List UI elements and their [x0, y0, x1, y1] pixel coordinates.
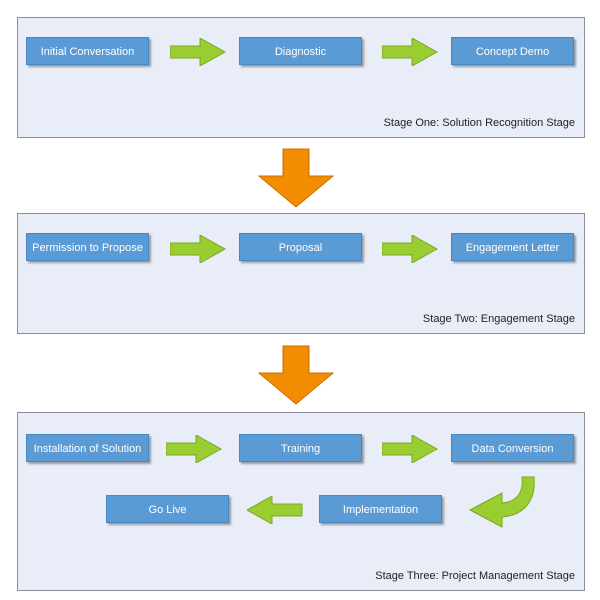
step-initial-conversation: Initial Conversation: [26, 37, 149, 65]
step-data-conversion: Data Conversion: [451, 434, 574, 462]
stage-three-panel: Installation of Solution Training Data C…: [17, 412, 585, 591]
step-proposal: Proposal: [239, 233, 362, 261]
step-arrow-right: [382, 435, 438, 463]
step-training: Training: [239, 434, 362, 462]
step-permission-to-propose: Permission to Propose: [26, 233, 149, 261]
step-diagnostic: Diagnostic: [239, 37, 362, 65]
stage-one-panel: Initial Conversation Diagnostic Concept …: [17, 17, 585, 138]
stage-arrow-down: [258, 148, 334, 208]
step-arrow-right: [382, 235, 438, 263]
stage-label: Stage One: Solution Recognition Stage: [383, 117, 575, 129]
step-arrow-right: [170, 38, 226, 66]
step-implementation: Implementation: [319, 495, 442, 523]
stage-label: Stage Three: Project Management Stage: [375, 570, 575, 582]
stage-arrow-down: [258, 345, 334, 405]
step-engagement-letter: Engagement Letter: [451, 233, 574, 261]
step-arrow-left: [247, 496, 303, 524]
step-concept-demo: Concept Demo: [451, 37, 574, 65]
step-arrow-curved: [468, 475, 540, 529]
stage-label: Stage Two: Engagement Stage: [422, 313, 575, 325]
step-go-live: Go Live: [106, 495, 229, 523]
step-arrow-right: [170, 235, 226, 263]
stage-two-panel: Permission to Propose Proposal Engagemen…: [17, 213, 585, 334]
step-installation-of-solution: Installation of Solution: [26, 434, 149, 462]
step-arrow-right: [382, 38, 438, 66]
step-arrow-right: [166, 435, 222, 463]
